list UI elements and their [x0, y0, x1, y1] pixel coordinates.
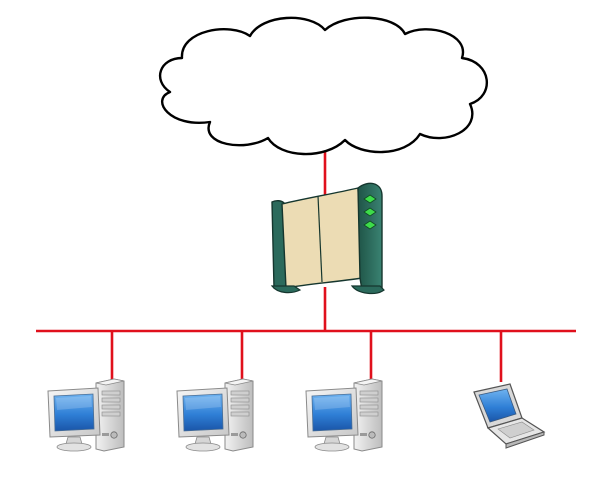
- status-led-icon: [363, 207, 377, 217]
- status-led-icon: [363, 220, 377, 230]
- desktop-computer-icon: [176, 378, 254, 452]
- desktop-computer-icon: [47, 378, 125, 452]
- desktop-computer-icon: [305, 378, 383, 452]
- status-led-icon: [363, 194, 377, 204]
- cloud-icon: [159, 16, 488, 156]
- laptop-icon: [473, 383, 546, 449]
- network-links: [36, 150, 576, 382]
- modem-icon: [270, 182, 385, 295]
